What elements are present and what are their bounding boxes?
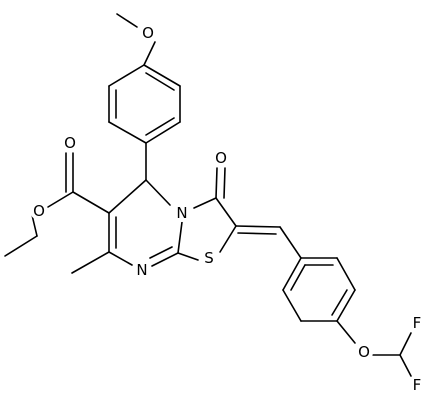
bond-aryl2: [336, 257, 356, 291]
bond-aryl1-inner: [145, 117, 175, 136]
bond-methoxy-ring: [143, 41, 156, 66]
bond-ester-o: [47, 191, 74, 208]
bond-methoxy-methyl: [116, 13, 138, 28]
bond-ketone: [215, 167, 218, 199]
bond-aryl-o: [336, 320, 356, 344]
bond-c6-ester: [72, 191, 110, 214]
bond-ester-ethyl-ch3: [4, 235, 38, 257]
bond-ketone-2: [223, 167, 226, 199]
bond-aryl2-inner: [290, 264, 306, 291]
atom-o-ester-carbonyl: O: [61, 134, 79, 152]
atom-label-o-methoxy: O: [142, 24, 154, 42]
bond-c-f-top: [399, 332, 412, 356]
atom-f-top: F: [408, 314, 426, 332]
bond-n-c8a: [177, 221, 183, 254]
atom-label-o-ester: O: [33, 202, 45, 220]
bond-aryl1: [108, 64, 145, 87]
bond-c8a-n-imine: [151, 252, 179, 267]
bond-ester-ethyl-ch2: [31, 214, 38, 237]
bond-n-imine-c7: [108, 251, 133, 266]
atom-n-ring: N: [173, 204, 191, 222]
bond-c7-methyl: [71, 251, 110, 274]
bond-c8a-n-imine-inner: [149, 246, 173, 259]
atom-label-layer: O O O O N N S: [30, 24, 426, 394]
bond-s-c8a: [177, 252, 199, 261]
atom-n-imine: N: [133, 261, 151, 279]
bond-aryl2: [282, 257, 302, 291]
atom-label-o-difluoromethoxy: O: [358, 343, 370, 361]
bond-c-f-bottom: [399, 354, 412, 377]
atom-s-ring: S: [200, 249, 218, 267]
bond-n-c3: [193, 197, 217, 209]
bond-aryl1: [108, 121, 147, 144]
bond-exocyclic: [235, 225, 281, 228]
bond-c6-c5: [108, 179, 147, 214]
atom-o-ketone: O: [212, 149, 230, 167]
atom-label-n-ring: N: [176, 204, 187, 222]
atom-o-methoxy: O: [139, 24, 157, 42]
atom-label-n-imine: N: [136, 261, 147, 279]
atom-label-s-ring: S: [204, 249, 214, 267]
bond-aryl2-inner: [331, 289, 348, 316]
atom-label-f-top: F: [413, 314, 422, 332]
bond-aryl1: [143, 64, 181, 87]
bond-c5-n: [145, 179, 171, 206]
bond-exocyclic-2: [237, 232, 277, 235]
atom-label-f-bottom: F: [413, 376, 422, 394]
atom-o-difluoromethoxy: O: [355, 343, 373, 361]
atom-f-bottom: F: [408, 376, 426, 394]
bond-c3-c2: [215, 197, 237, 227]
atom-o-ester: O: [30, 202, 48, 220]
atom-label-o-ketone: O: [215, 149, 227, 167]
atom-label-o-ester-carbonyl: O: [64, 134, 76, 152]
bond-aryl2: [336, 289, 356, 322]
bond-c2-s: [219, 225, 237, 253]
bond-aryl1-inner: [145, 72, 175, 91]
bond-vinyl-aryl: [279, 226, 302, 259]
bond-aryl1: [145, 121, 181, 144]
bond-aryl2: [282, 289, 302, 322]
bond-layer: [4, 13, 412, 377]
